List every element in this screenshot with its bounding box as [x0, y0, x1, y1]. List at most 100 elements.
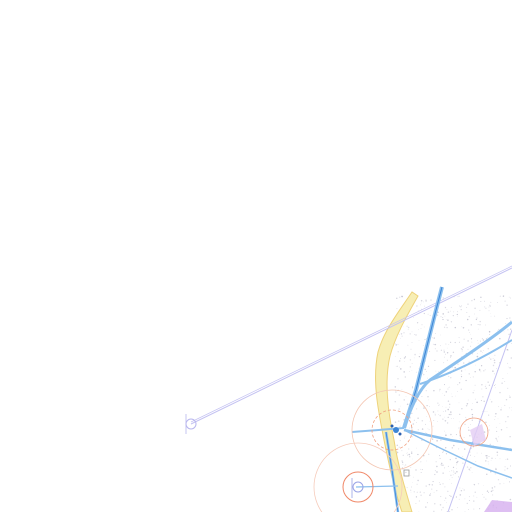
terrain-dot [488, 429, 490, 431]
terrain-dot [406, 452, 408, 454]
terrain-dot [397, 343, 399, 345]
terrain-dot [473, 508, 475, 510]
terrain-dot [486, 490, 489, 492]
terrain-dot [405, 464, 407, 466]
terrain-dot [440, 462, 443, 465]
terrain-dot [479, 340, 481, 342]
terrain-dot [415, 496, 418, 498]
terrain-dot [446, 359, 448, 361]
terrain-dot [450, 341, 452, 343]
terrain-dot [420, 299, 423, 302]
terrain-dot [439, 457, 441, 459]
terrain-dot [422, 405, 424, 407]
terrain-dot [488, 330, 491, 333]
terrain-dot [409, 456, 411, 458]
terrain-dot [451, 367, 453, 368]
terrain-dot [471, 352, 474, 355]
terrain-dot [455, 395, 456, 397]
marker-icon[interactable] [390, 424, 402, 436]
terrain-dot [396, 308, 398, 310]
terrain-dot [483, 496, 485, 498]
mooring-buoy-icon[interactable] [351, 478, 364, 498]
terrain-dot [464, 423, 466, 425]
terrain-dot [458, 427, 460, 429]
terrain-dot [455, 467, 457, 469]
terrain-dot [409, 475, 411, 476]
terrain-dot [430, 310, 432, 312]
terrain-dot [418, 355, 421, 358]
terrain-dot [411, 363, 413, 364]
terrain-dot [484, 411, 486, 413]
terrain-dot [445, 307, 447, 309]
terrain-dot [436, 379, 438, 381]
terrain-dot [492, 358, 494, 359]
terrain-dot [472, 392, 474, 394]
terrain-dot [452, 466, 455, 469]
terrain-dot [489, 425, 491, 427]
terrain-dot [446, 422, 449, 424]
terrain-dot [427, 396, 429, 398]
terrain-dot [394, 421, 397, 423]
terrain-dot [439, 414, 441, 417]
terrain-dot [496, 368, 497, 369]
terrain-dot [461, 326, 463, 328]
terrain-dot [499, 391, 501, 394]
terrain-dot [449, 406, 451, 408]
terrain-dot [448, 343, 450, 345]
terrain-dot [401, 461, 404, 463]
terrain-dot [421, 469, 423, 471]
terrain-dot [501, 407, 503, 409]
terrain-dot [480, 371, 482, 373]
terrain-dot [442, 506, 444, 509]
terrain-dot [410, 486, 413, 488]
terrain-dot [470, 333, 472, 335]
terrain-dot [450, 321, 453, 323]
terrain-dot [420, 328, 422, 329]
terrain-dot [467, 426, 470, 428]
terrain-dot [415, 502, 417, 505]
terrain-dot [455, 496, 457, 498]
mooring-buoy-icon[interactable] [185, 414, 197, 434]
terrain-dot [480, 400, 482, 402]
terrain-dot [456, 471, 458, 473]
terrain-dot [494, 416, 496, 418]
terrain-dot [451, 477, 453, 479]
terrain-dot [424, 305, 425, 307]
terrain-dot [460, 374, 462, 376]
terrain-dot [488, 310, 490, 312]
terrain-dot [493, 359, 496, 362]
terrain-dot [507, 387, 509, 389]
terrain-dot [421, 419, 424, 422]
terrain-dot [399, 360, 401, 362]
terrain-dot [471, 341, 473, 343]
terrain-dot [508, 334, 510, 335]
terrain-dot [451, 470, 453, 472]
terrain-dot [405, 471, 407, 474]
terrain-dot [403, 371, 405, 373]
terrain-dot [399, 440, 401, 442]
terrain-dot [496, 430, 498, 432]
terrain-dot [495, 426, 497, 428]
terrain-dot [481, 384, 483, 386]
terrain-dot [499, 337, 501, 340]
terrain-dot [489, 334, 491, 335]
terrain-dot [474, 491, 476, 493]
marker-icon[interactable] [403, 469, 410, 477]
terrain-dot [410, 467, 412, 468]
terrain-dot [484, 306, 486, 308]
terrain-dot [483, 306, 485, 308]
terrain-dot [429, 350, 431, 352]
terrain-dot [458, 448, 460, 450]
terrain-dot [456, 464, 457, 466]
terrain-dot [409, 359, 412, 361]
terrain-dot [436, 440, 438, 442]
terrain-dot [406, 487, 408, 489]
terrain-dot [421, 439, 423, 441]
terrain-dot [442, 483, 444, 485]
terrain-dot [509, 436, 511, 438]
terrain-dot [420, 304, 421, 306]
terrain-dot [497, 330, 498, 331]
terrain-dot [416, 483, 418, 485]
terrain-dot [444, 430, 445, 432]
